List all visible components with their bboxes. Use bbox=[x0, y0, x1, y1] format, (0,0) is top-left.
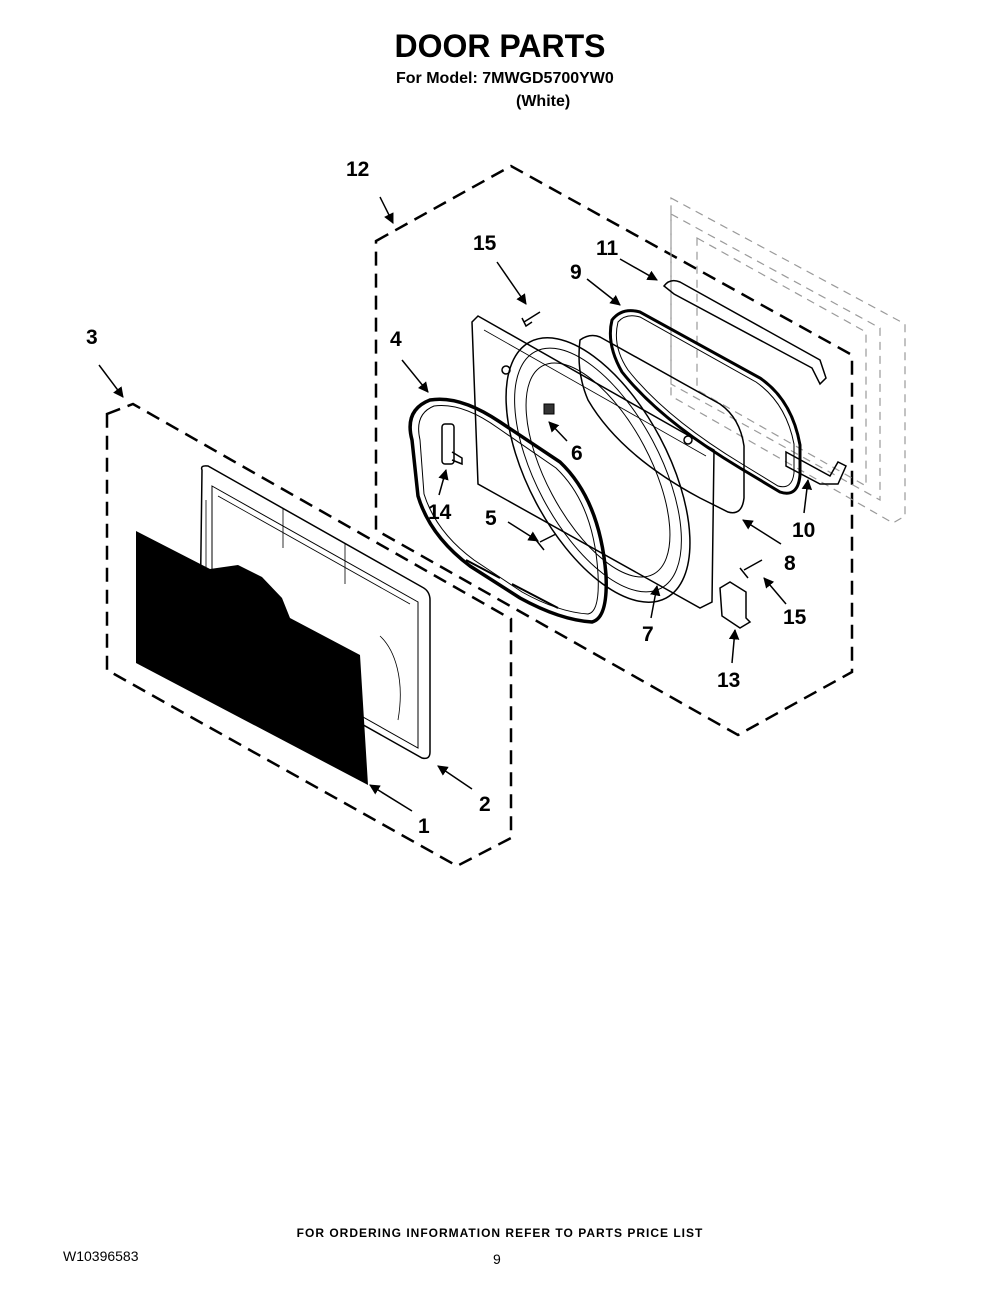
bottom-trim bbox=[785, 450, 847, 485]
callout-14: 14 bbox=[428, 501, 452, 524]
callout-2: 2 bbox=[479, 793, 491, 816]
inner-door-glass bbox=[578, 334, 745, 514]
callout-leader-lines bbox=[98, 196, 813, 812]
background-reference-outline bbox=[670, 196, 906, 524]
callout-8: 8 bbox=[784, 552, 796, 575]
door-hinge bbox=[719, 581, 752, 629]
door-glass-panel bbox=[136, 531, 368, 785]
inner-door-panel bbox=[471, 315, 715, 609]
callout-9: 9 bbox=[570, 261, 582, 284]
document-number: W10396583 bbox=[63, 1248, 139, 1264]
screw-icon bbox=[521, 311, 763, 579]
callout-4: 4 bbox=[390, 328, 402, 351]
door-seal bbox=[408, 397, 608, 624]
door-clip bbox=[543, 403, 555, 415]
glass-gasket bbox=[608, 309, 802, 495]
callout-11: 11 bbox=[596, 237, 619, 260]
callout-3: 3 bbox=[86, 326, 98, 349]
outer-door-frame bbox=[199, 465, 431, 760]
ordering-note: FOR ORDERING INFORMATION REFER TO PARTS … bbox=[296, 1226, 704, 1240]
page-title: DOOR PARTS bbox=[394, 28, 606, 64]
callout-7: 7 bbox=[642, 623, 654, 646]
callout-13: 13 bbox=[717, 669, 740, 692]
callout-6: 6 bbox=[571, 442, 583, 465]
door-latch bbox=[441, 423, 463, 466]
callout-15-bottom: 15 bbox=[783, 606, 807, 629]
top-trim bbox=[662, 279, 827, 386]
assembly-3-boundary bbox=[105, 402, 513, 868]
callout-5: 5 bbox=[485, 507, 497, 530]
page-number: 9 bbox=[493, 1251, 501, 1267]
callout-1: 1 bbox=[418, 815, 430, 838]
callout-15-top: 15 bbox=[473, 232, 497, 255]
callout-10: 10 bbox=[792, 519, 815, 542]
model-color: (White) bbox=[516, 93, 571, 110]
assembly-12-boundary bbox=[374, 164, 854, 737]
model-number: For Model: 7MWGD5700YW0 bbox=[396, 70, 614, 87]
callout-12: 12 bbox=[346, 158, 369, 181]
